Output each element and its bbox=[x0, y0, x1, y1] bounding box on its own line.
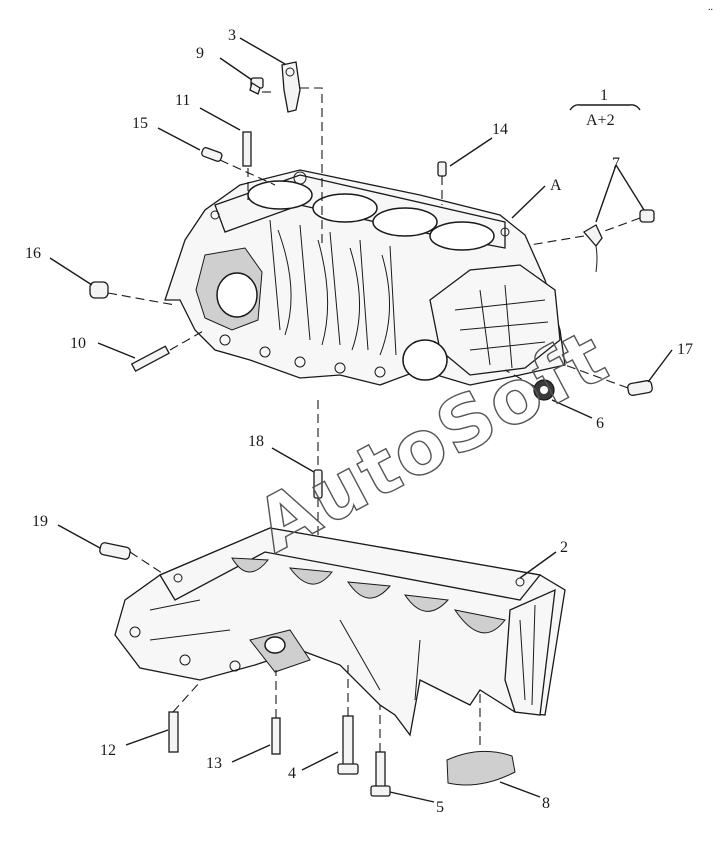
part-8-bearing-cap bbox=[446, 750, 516, 786]
assembly-formula: A+2 bbox=[586, 112, 615, 129]
part-14-dowel bbox=[437, 161, 447, 177]
part-17-dowel bbox=[627, 379, 653, 397]
part-6-seal bbox=[533, 379, 555, 401]
part-9-bolt bbox=[249, 77, 264, 95]
part-13-stud bbox=[271, 717, 281, 755]
callout-16: 16 bbox=[25, 245, 41, 262]
assembly-number: 1 bbox=[600, 87, 608, 104]
callout-13: 13 bbox=[206, 755, 222, 772]
callout-8: 8 bbox=[542, 795, 550, 812]
part-7-sensors bbox=[582, 209, 655, 273]
callout-labels: 3 9 11 15 14 A 7 16 10 17 6 18 19 2 12 1… bbox=[25, 2, 713, 816]
callout-7: 7 bbox=[612, 155, 620, 172]
part-3-sensor bbox=[281, 61, 301, 113]
part-19-dowel bbox=[99, 542, 131, 560]
assembly-lines bbox=[107, 87, 641, 752]
callout-11: 11 bbox=[175, 92, 190, 109]
part-12-stud bbox=[168, 711, 179, 753]
callout-15: 15 bbox=[132, 115, 148, 132]
cylinder-block bbox=[164, 169, 566, 386]
corner-mark: .. bbox=[708, 2, 713, 13]
callout-10: 10 bbox=[70, 335, 86, 352]
callout-18: 18 bbox=[248, 433, 264, 450]
callout-19: 19 bbox=[32, 513, 48, 530]
callout-6: 6 bbox=[596, 415, 604, 432]
callout-3: 3 bbox=[228, 27, 236, 44]
lower-crankcase bbox=[114, 527, 566, 737]
callout-4: 4 bbox=[288, 765, 296, 782]
callout-14: 14 bbox=[492, 121, 508, 138]
part-4-bolt bbox=[337, 715, 359, 775]
callout-5: 5 bbox=[436, 799, 444, 816]
part-16-plug bbox=[89, 281, 109, 299]
part-11-stud bbox=[242, 131, 252, 167]
callout-A: A bbox=[550, 177, 562, 194]
part-10-stud bbox=[130, 345, 170, 372]
part-5-bolt bbox=[370, 751, 391, 797]
callout-9: 9 bbox=[196, 45, 204, 62]
callout-2: 2 bbox=[560, 539, 568, 556]
callout-17: 17 bbox=[677, 341, 693, 358]
leader-lines bbox=[49, 37, 673, 803]
callout-12: 12 bbox=[100, 742, 116, 759]
part-15-dowel bbox=[201, 147, 223, 162]
